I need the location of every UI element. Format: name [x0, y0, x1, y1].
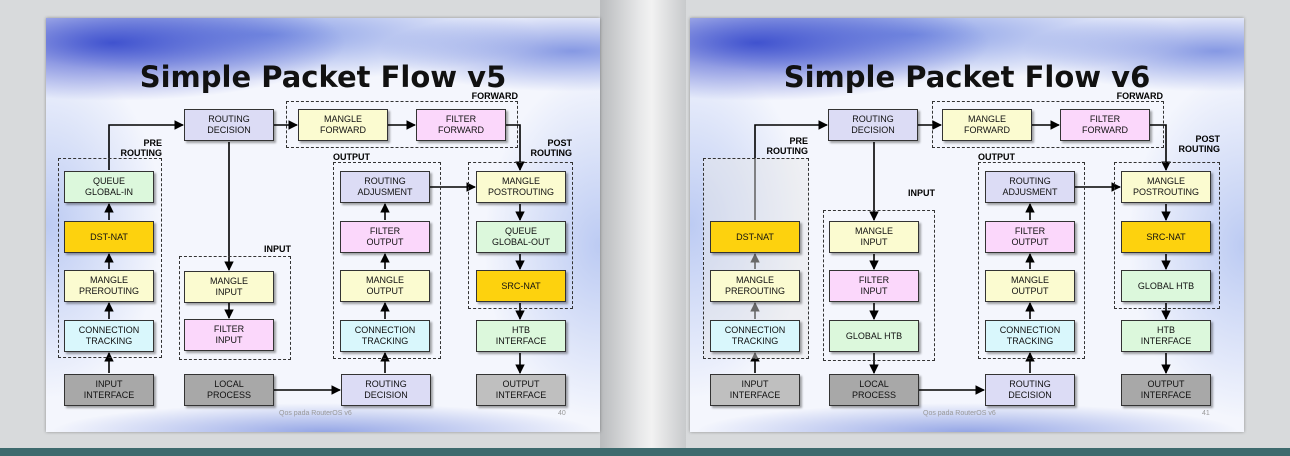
- connection-tracking-box: CONNECTION TRACKING: [710, 320, 800, 352]
- input-interface-box: INPUT INTERFACE: [710, 374, 800, 406]
- filter-forward-box: FILTER FORWARD: [1060, 109, 1150, 141]
- routing-decision-bottom-box: ROUTING DECISION: [985, 374, 1075, 406]
- connection-tracking-box: CONNECTION TRACKING: [64, 320, 154, 352]
- filter-forward-box: FILTER FORWARD: [416, 109, 506, 141]
- connection-tracking-output-box: CONNECTION TRACKING: [985, 320, 1075, 352]
- arrow: [108, 120, 184, 170]
- slide-packet-flow-v6: Simple Packet Flow v6: [690, 18, 1244, 432]
- group-input: [823, 210, 935, 361]
- group-label-input: INPUT: [264, 244, 291, 254]
- global-htb-input-box: GLOBAL HTB: [829, 320, 919, 352]
- bottom-bar: [0, 448, 1290, 456]
- group-label-postrouting: POST ROUTING: [1178, 134, 1221, 154]
- group-label-postrouting: POST ROUTING: [530, 138, 573, 158]
- group-label-output: OUTPUT: [333, 152, 370, 162]
- group-output: [978, 162, 1085, 359]
- mangle-postrouting-box: MANGLE POSTROUTING: [1121, 171, 1211, 203]
- dst-nat-box: DST-NAT: [710, 221, 800, 253]
- page-gutter: [600, 0, 686, 456]
- slide-title: Simple Packet Flow v5: [139, 60, 507, 94]
- filter-input-box: FILTER INPUT: [829, 270, 919, 302]
- global-htb-post-box: GLOBAL HTB: [1121, 270, 1211, 302]
- group-input: [179, 256, 291, 360]
- slide-number: 40: [558, 410, 566, 417]
- mangle-output-box: MANGLE OUTPUT: [985, 270, 1075, 302]
- mangle-output-box: MANGLE OUTPUT: [340, 270, 430, 302]
- connection-tracking-output-box: CONNECTION TRACKING: [340, 320, 430, 352]
- arrow: [1150, 124, 1171, 171]
- group-label-input: INPUT: [908, 188, 935, 198]
- flow-arrows: [750, 120, 1171, 395]
- src-nat-box: SRC-NAT: [1121, 221, 1211, 253]
- filter-input-box: FILTER INPUT: [184, 319, 274, 351]
- slide-packet-flow-v5: Simple Packet Flow v5: [46, 18, 600, 432]
- mangle-forward-box: MANGLE FORWARD: [298, 109, 388, 141]
- queue-global-out-box: QUEUE GLOBAL-OUT: [476, 221, 566, 253]
- dst-nat-box: DST-NAT: [64, 221, 154, 253]
- mangle-input-box: MANGLE INPUT: [829, 221, 919, 253]
- mangle-input-box: MANGLE INPUT: [184, 271, 274, 303]
- group-label-forward: FORWARD: [1116, 91, 1163, 101]
- group-label-forward: FORWARD: [471, 91, 518, 101]
- flow-arrows: [104, 120, 525, 395]
- group-postrouting: [1114, 162, 1220, 309]
- group-label-output: OUTPUT: [978, 152, 1015, 162]
- output-interface-box: OUTPUT INTERFACE: [1121, 374, 1211, 406]
- htb-interface-box: HTB INTERFACE: [476, 320, 566, 352]
- group-output: [333, 162, 441, 359]
- mangle-prerouting-box: MANGLE PREROUTING: [710, 270, 800, 302]
- group-forward: [286, 101, 518, 148]
- routing-adjusment-box: ROUTING ADJUSMENT: [340, 171, 430, 203]
- group-prerouting: [58, 158, 162, 358]
- slide-title: Simple Packet Flow v6: [783, 60, 1151, 94]
- group-forward: [932, 101, 1164, 148]
- routing-decision-box: ROUTING DECISION: [828, 109, 918, 141]
- slide-footer: Qos pada RouterOS v6: [923, 410, 996, 417]
- mangle-forward-box: MANGLE FORWARD: [942, 109, 1032, 141]
- filter-output-box: FILTER OUTPUT: [340, 221, 430, 253]
- routing-decision-box: ROUTING DECISION: [184, 109, 274, 141]
- routing-adjusment-box: ROUTING ADJUSMENT: [985, 171, 1075, 203]
- input-interface-box: INPUT INTERFACE: [64, 374, 154, 406]
- routing-decision-bottom-box: ROUTING DECISION: [341, 374, 431, 406]
- mangle-prerouting-box: MANGLE PREROUTING: [64, 270, 154, 302]
- group-label-prerouting: PRE ROUTING: [766, 136, 809, 156]
- slide-footer: Qos pada RouterOS v6: [279, 410, 352, 417]
- local-process-box: LOCAL PROCESS: [829, 374, 919, 406]
- queue-global-in-box: QUEUE GLOBAL-IN: [64, 171, 154, 203]
- arrow: [754, 120, 828, 220]
- src-nat-box: SRC-NAT: [476, 270, 566, 302]
- filter-output-box: FILTER OUTPUT: [985, 221, 1075, 253]
- arrow: [506, 124, 525, 171]
- slide-number: 41: [1202, 410, 1210, 417]
- output-interface-box: OUTPUT INTERFACE: [476, 374, 566, 406]
- group-postrouting: [468, 162, 573, 309]
- group-label-prerouting: PRE ROUTING: [120, 138, 163, 158]
- htb-interface-box: HTB INTERFACE: [1121, 320, 1211, 352]
- mangle-postrouting-box: MANGLE POSTROUTING: [476, 171, 566, 203]
- local-process-box: LOCAL PROCESS: [184, 374, 274, 406]
